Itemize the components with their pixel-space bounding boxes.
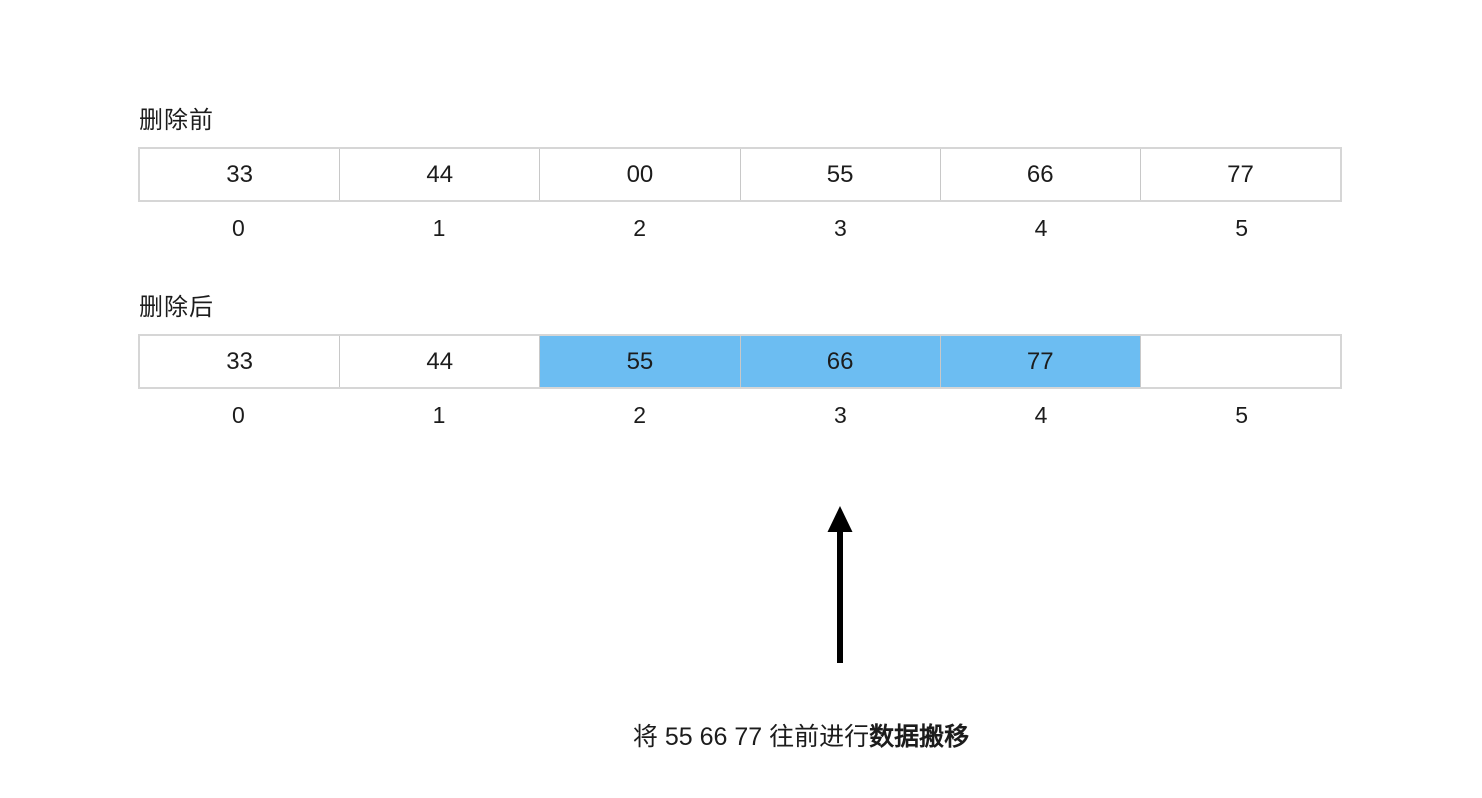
array-cell: 55 xyxy=(739,149,940,200)
cell-value: 77 xyxy=(1227,160,1254,188)
caption: 将 55 66 77 往前进行数据搬移 xyxy=(60,722,1482,752)
index-label: 1 xyxy=(432,215,446,241)
cell-value: 44 xyxy=(426,160,454,188)
index-label: 4 xyxy=(1034,402,1048,428)
array-cell: 33 xyxy=(140,149,339,200)
array-cell: 77 xyxy=(939,336,1140,387)
index-label: 5 xyxy=(1235,215,1249,241)
array-cell: 00 xyxy=(539,149,739,200)
cell-value: 55 xyxy=(626,347,654,375)
before-section-label: 删除前 xyxy=(139,107,214,134)
cell-value: 55 xyxy=(826,160,854,188)
index-label: 1 xyxy=(432,402,446,428)
array-cell: 77 xyxy=(1139,149,1340,200)
array-cell: 44 xyxy=(339,149,539,200)
cell-value: 00 xyxy=(626,160,654,188)
array-cell: 55 xyxy=(539,336,740,387)
after-array: 33 44 55 66 77 xyxy=(138,334,1342,389)
cell-value: 44 xyxy=(426,347,454,375)
after-section-label: 删除后 xyxy=(139,294,214,321)
cell-value: 66 xyxy=(1026,160,1054,188)
up-arrow-icon xyxy=(826,506,854,664)
caption-text: 将 55 66 77 往前进行 xyxy=(632,723,870,751)
index-label: 0 xyxy=(231,215,245,241)
index-label: 5 xyxy=(1235,402,1249,428)
caption-bold-text: 数据搬移 xyxy=(869,723,970,751)
index-label: 0 xyxy=(231,402,245,428)
array-cell: 66 xyxy=(939,149,1140,200)
index-label: 3 xyxy=(833,402,847,428)
index-label: 2 xyxy=(633,402,647,428)
before-array: 33 44 00 55 66 77 xyxy=(138,147,1342,202)
index-label: 4 xyxy=(1034,215,1048,241)
index-label: 2 xyxy=(633,215,647,241)
cell-value: 33 xyxy=(226,160,253,188)
before-index-row: 0 1 2 3 4 5 xyxy=(138,214,1342,242)
cell-value: 77 xyxy=(1026,347,1054,375)
array-cell: 44 xyxy=(339,336,539,387)
after-index-row: 0 1 2 3 4 5 xyxy=(138,401,1342,429)
array-cell: 33 xyxy=(140,336,339,387)
array-cell xyxy=(1139,336,1340,387)
cell-value: 66 xyxy=(826,347,854,375)
array-cell: 66 xyxy=(739,336,940,387)
index-label: 3 xyxy=(833,215,847,241)
cell-value: 33 xyxy=(226,347,253,375)
